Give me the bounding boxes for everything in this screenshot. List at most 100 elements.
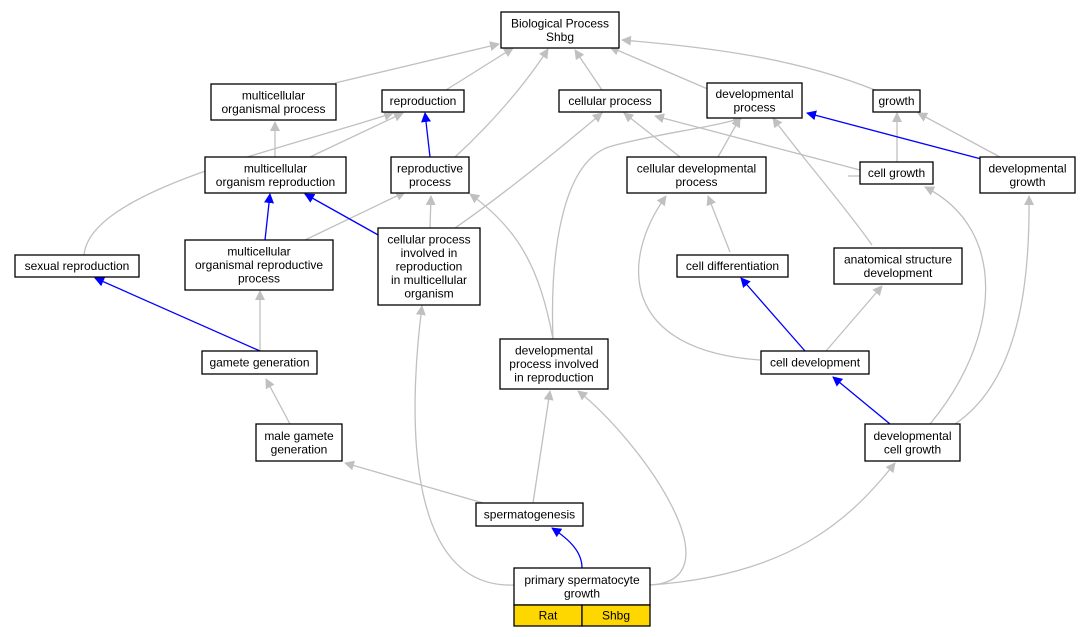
node-label-line: developmental xyxy=(515,344,593,358)
node-label-line: reproductive xyxy=(397,161,463,175)
edge-dcg-celldev xyxy=(832,376,891,425)
node-label-line: gamete generation xyxy=(209,356,309,370)
edge-psg-dcg xyxy=(649,462,896,586)
edge-dg-dp xyxy=(806,110,986,161)
node-label-line: cell development xyxy=(770,356,861,370)
node-celldev[interactable]: cell development xyxy=(760,350,870,375)
node-label-line: process involved xyxy=(509,357,598,371)
node-label-line: multicellular xyxy=(244,161,307,175)
node-label-line: organism xyxy=(404,287,453,301)
edge-dg-growth xyxy=(917,112,1001,158)
edge-asd-dp xyxy=(772,117,873,246)
node-label-line: organismal process xyxy=(221,102,325,116)
node-label-line: anatomical structure xyxy=(844,252,952,266)
node-box xyxy=(500,11,620,49)
node-label-line: Biological Process xyxy=(511,16,609,30)
node-label-line: cellular developmental xyxy=(637,161,756,175)
node-box xyxy=(14,254,140,278)
legend-gene-cell xyxy=(581,604,651,627)
node-box xyxy=(864,423,961,462)
node-label-line: organismal reproductive xyxy=(195,258,323,272)
legend-gene-cell-label: Shbg xyxy=(602,609,630,623)
edge-morp-mor xyxy=(264,193,274,241)
node-label-line: reproduction xyxy=(396,260,463,274)
edge-cp-bp xyxy=(574,49,603,91)
node-cd[interactable]: cell differentiation xyxy=(676,254,789,278)
edge-cg-cp xyxy=(654,113,861,171)
edge-mgg-gg xyxy=(265,378,291,425)
edge-gg-sr xyxy=(94,277,261,352)
node-cg[interactable]: cell growth xyxy=(859,161,934,185)
edge-dpir-dp xyxy=(551,115,743,340)
node-repro[interactable]: reproduction xyxy=(381,89,465,113)
node-label-line: cell growth xyxy=(868,166,925,180)
edge-sperm-dpir xyxy=(532,390,554,504)
node-gg[interactable]: gamete generation xyxy=(201,350,318,375)
edge-dp-bp xyxy=(609,45,711,91)
node-label-line: in reproduction xyxy=(514,371,593,385)
edge-celldev-cd xyxy=(740,277,806,352)
node-sr[interactable]: sexual reproduction xyxy=(14,254,140,278)
node-box xyxy=(204,156,347,194)
node-label-line: cellular process xyxy=(568,94,651,108)
node-label-line: male gamete xyxy=(264,429,334,443)
node-box xyxy=(475,502,584,527)
node-sperm[interactable]: spermatogenesis xyxy=(475,502,584,527)
node-box xyxy=(513,567,651,606)
node-label-line: developmental xyxy=(715,87,793,101)
edge-psg-sperm xyxy=(551,527,583,569)
node-label-line: multicellular xyxy=(242,88,305,102)
node-label-line: Shbg xyxy=(546,30,574,44)
node-label-line: multicellular xyxy=(227,245,290,259)
node-label-line: process xyxy=(238,272,280,286)
edge-dcg-dg xyxy=(954,195,1035,425)
species-gene-legend: Rat Shbg xyxy=(513,604,651,627)
edge-morp-rp xyxy=(304,191,406,241)
node-box xyxy=(499,338,609,390)
edge-celldev-asd xyxy=(825,285,883,352)
node-box xyxy=(626,156,767,194)
node-box xyxy=(381,89,465,113)
node-label-line: sexual reproduction xyxy=(25,259,130,273)
node-label-line: growth xyxy=(564,586,600,600)
node-label-line: developmental xyxy=(873,429,951,443)
node-label-line: cellular process xyxy=(387,233,470,247)
node-box xyxy=(377,227,481,306)
node-label-line: in multicellular xyxy=(391,273,467,287)
edge-cdp-cp xyxy=(623,112,681,158)
edge-growth-bp xyxy=(621,35,876,91)
edge-cpir-rp xyxy=(425,195,436,229)
edge-cd-cdp xyxy=(706,195,731,253)
node-label-line: growth xyxy=(878,94,914,108)
node-label-line: reproduction xyxy=(390,94,457,108)
edge-celldev-cdp xyxy=(638,195,761,361)
node-label-line: involved in xyxy=(401,246,458,260)
edge-dcg-cg xyxy=(924,186,987,425)
node-growth[interactable]: growth xyxy=(872,89,921,113)
node-label-line: cell growth xyxy=(884,442,941,456)
node-cp[interactable]: cellular process xyxy=(558,89,662,113)
node-box xyxy=(872,89,921,113)
edge-mop-bp xyxy=(334,41,500,84)
edge-cpir-cp xyxy=(454,112,603,229)
node-box xyxy=(706,82,803,119)
node-label-line: developmental xyxy=(988,161,1066,175)
legend-species-cell-label: Rat xyxy=(539,609,558,623)
edges xyxy=(83,35,1035,586)
node-box xyxy=(210,83,337,121)
